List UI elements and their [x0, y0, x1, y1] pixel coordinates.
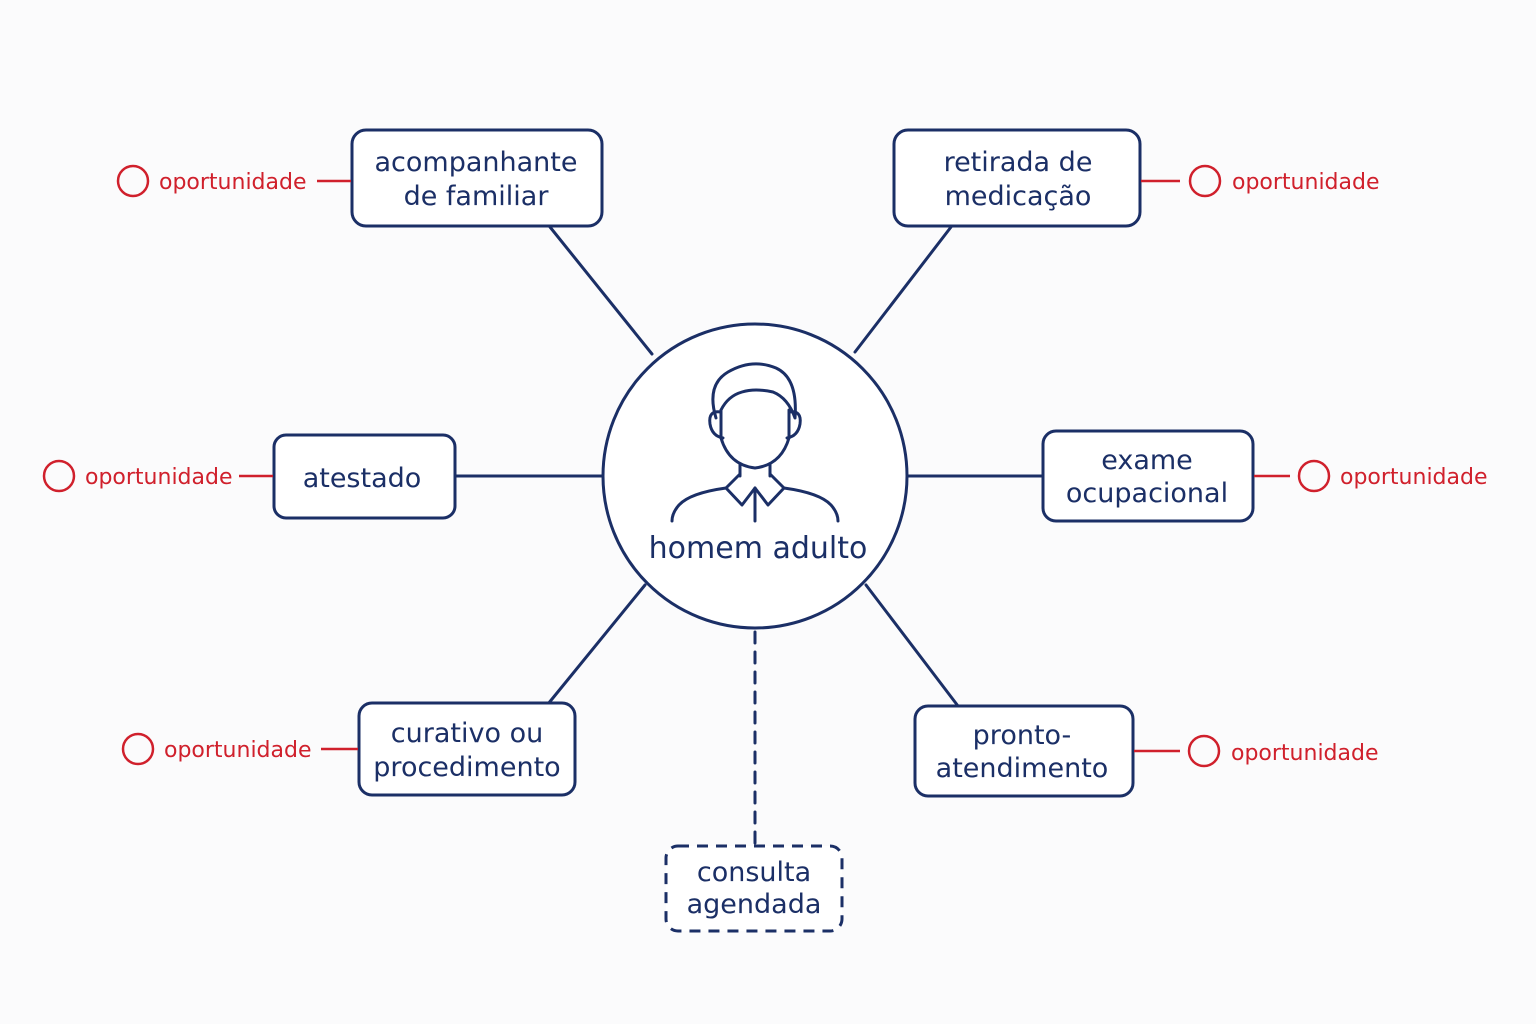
- node-label-line2: medicação: [945, 181, 1092, 212]
- node-label-line1: curativo ou: [391, 718, 543, 749]
- node-box: [913, 704, 1135, 798]
- opportunity-label: oportunidade: [164, 738, 312, 763]
- opportunity-label: oportunidade: [1232, 170, 1380, 195]
- opportunity-retirada[interactable]: oportunidade: [1141, 164, 1380, 198]
- connectors: [454, 225, 1045, 848]
- node-retirada[interactable]: retirada de medicação: [892, 128, 1142, 228]
- connector-acompanhante: [548, 225, 654, 356]
- node-consulta[interactable]: consulta agendada: [664, 844, 844, 933]
- opportunity-circle-icon: [1297, 459, 1331, 493]
- node-box-dashed: [664, 844, 844, 933]
- node-label-line1: retirada de: [944, 147, 1093, 178]
- person-icon: [670, 362, 840, 523]
- center-label: homem adulto: [649, 531, 868, 566]
- opportunity-label: oportunidade: [85, 465, 233, 490]
- opportunity-atestado[interactable]: oportunidade: [42, 459, 273, 493]
- opportunity-pronto[interactable]: oportunidade: [1134, 734, 1379, 768]
- opportunity-exame[interactable]: oportunidade: [1254, 459, 1488, 493]
- opportunity-circle-icon: [116, 164, 150, 198]
- node-box: [350, 128, 604, 228]
- node-box: [357, 701, 577, 797]
- opportunity-label: oportunidade: [1231, 741, 1379, 766]
- node-label-line1: atestado: [303, 463, 422, 494]
- node-label-line1: exame: [1101, 445, 1193, 476]
- connector-retirada: [853, 225, 953, 354]
- node-label-line1: acompanhante: [375, 147, 578, 178]
- opportunity-circle-icon: [1188, 164, 1222, 198]
- node-atestado[interactable]: atestado: [272, 433, 457, 520]
- node-label-line2: de familiar: [404, 181, 550, 212]
- connector-curativo: [546, 583, 647, 706]
- node-box: [892, 128, 1142, 228]
- opportunity-label: oportunidade: [159, 170, 307, 195]
- center-circle: [601, 322, 909, 630]
- node-box: [1041, 429, 1255, 523]
- node-exame[interactable]: exame ocupacional: [1041, 429, 1255, 523]
- opportunity-label: oportunidade: [1340, 465, 1488, 490]
- node-pronto[interactable]: pronto- atendimento: [913, 704, 1135, 798]
- node-label-line1: pronto-: [973, 720, 1072, 751]
- node-acompanhante[interactable]: acompanhante de familiar: [350, 128, 604, 228]
- opportunity-circle-icon: [1187, 734, 1221, 768]
- opportunity-acompanhante[interactable]: oportunidade: [116, 164, 351, 198]
- opportunity-curativo[interactable]: oportunidade: [121, 732, 358, 766]
- node-curativo[interactable]: curativo ou procedimento: [357, 701, 577, 797]
- opportunity-circle-icon: [42, 459, 76, 493]
- connector-pronto: [864, 583, 960, 708]
- node-box: [272, 433, 457, 520]
- node-label-line1: consulta: [697, 857, 811, 888]
- node-label-line2: ocupacional: [1066, 478, 1228, 509]
- node-label-line2: atendimento: [936, 753, 1109, 784]
- node-label-line2: agendada: [687, 889, 822, 920]
- node-label-line2: procedimento: [373, 752, 560, 783]
- opportunity-circle-icon: [121, 732, 155, 766]
